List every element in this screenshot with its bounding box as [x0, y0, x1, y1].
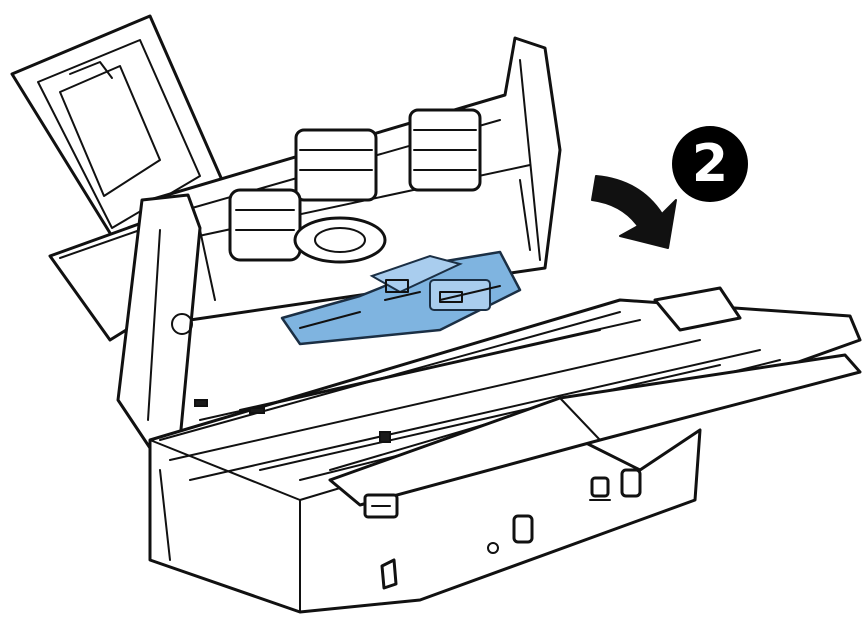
- cover-side-panel: [116, 193, 202, 450]
- curved-arrow-icon: [591, 175, 677, 249]
- step-number-badge: 2: [672, 126, 748, 202]
- roller-cover-highlight: [280, 250, 522, 346]
- adf-cover: [148, 36, 562, 322]
- scanner-base: [148, 286, 862, 614]
